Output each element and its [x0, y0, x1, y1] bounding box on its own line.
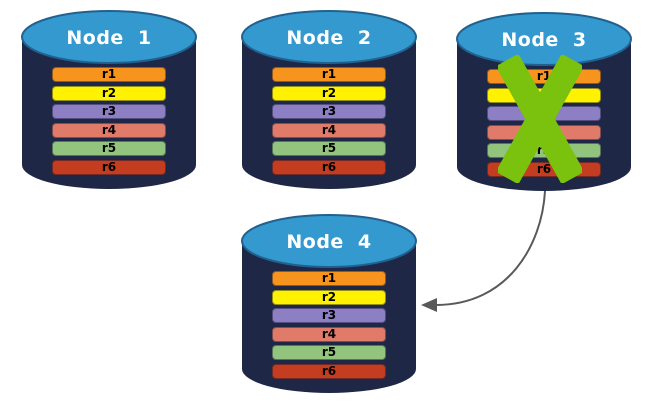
- node-4-title: Node 4: [286, 231, 372, 253]
- record-bar-r1: r1: [272, 271, 386, 286]
- record-bar-r1: r1: [52, 67, 166, 82]
- node-4-cylinder: Node 4 r1 r2 r3 r4 r5 r6: [240, 212, 418, 396]
- cylinder-top-ellipse: [21, 10, 197, 64]
- failure-x-icon: [498, 55, 582, 183]
- database-cylinder-icon: [21, 10, 197, 189]
- record-bar-r4: r4: [52, 122, 166, 138]
- cylinder-top-ellipse: [241, 10, 417, 64]
- record-bar-r2: r2: [272, 85, 386, 101]
- node-1-cylinder: Node 1 r1 r2 r3 r4 r5 r6: [20, 8, 198, 192]
- record-bar-r3: r3: [272, 104, 386, 119]
- record-bar-r2: r2: [52, 85, 166, 101]
- record-bar-r4: r4: [272, 326, 386, 342]
- node-2-cylinder: Node 2 r1 r2 r3 r4 r5 r6: [240, 8, 418, 192]
- record-bar-r5: r5: [272, 345, 386, 360]
- record-bar-r5: r5: [272, 141, 386, 156]
- node-2-records: r1 r2 r3 r4 r5 r6: [272, 67, 386, 178]
- record-bar-r4: r4: [272, 122, 386, 138]
- arrow-head-icon: [421, 298, 437, 312]
- node-3-title: Node 3: [501, 29, 587, 51]
- node-4-records: r1 r2 r3 r4 r5 r6: [272, 271, 386, 382]
- record-bar-r3: r3: [272, 308, 386, 323]
- node-2-title: Node 2: [286, 27, 372, 49]
- cylinder-top-ellipse: [456, 12, 632, 66]
- node-1-records: r1 r2 r3 r4 r5 r6: [52, 67, 166, 178]
- record-bar-r6: r6: [272, 363, 386, 379]
- record-bar-r3: r3: [52, 104, 166, 119]
- record-bar-r5: r5: [52, 141, 166, 156]
- node-1-title: Node 1: [66, 27, 152, 49]
- replication-arrow: [421, 190, 546, 312]
- x-stroke: [498, 55, 582, 183]
- arrow-curve: [435, 190, 546, 306]
- record-bar-r1: r1: [272, 67, 386, 82]
- record-bar-r6: r6: [52, 159, 166, 175]
- record-bar-r2: r2: [272, 289, 386, 305]
- record-bar-r6: r6: [272, 159, 386, 175]
- cylinder-top-ellipse: [241, 214, 417, 268]
